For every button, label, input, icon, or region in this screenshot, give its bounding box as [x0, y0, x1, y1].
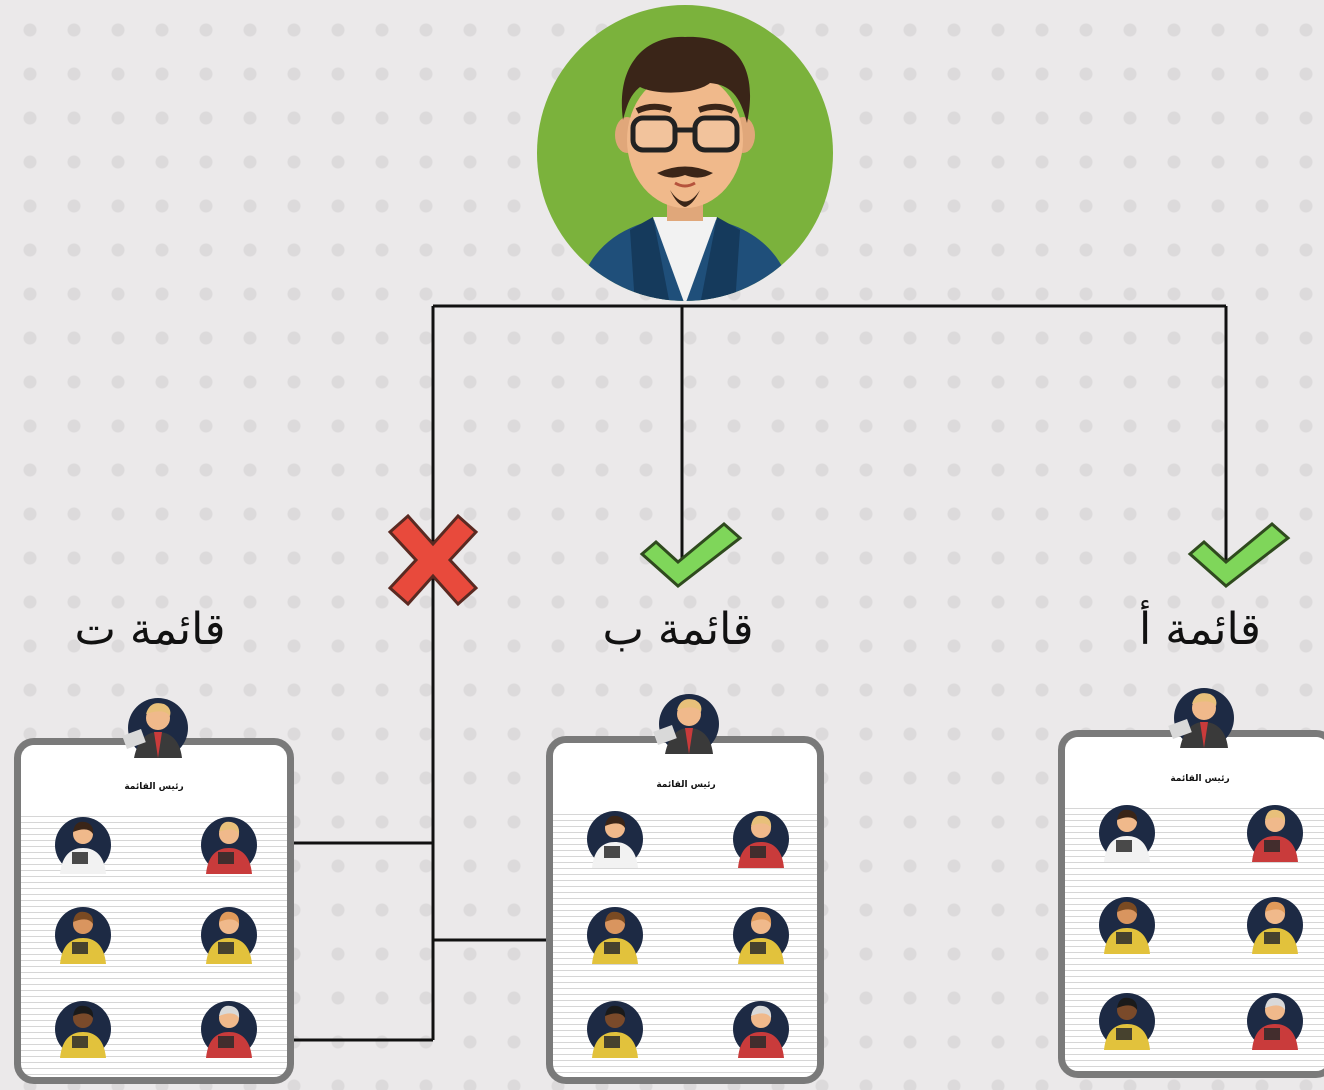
list-t-title: قائمة ت — [74, 604, 226, 655]
check-icon — [639, 522, 743, 588]
list-t-member-avatar — [55, 1001, 111, 1058]
list-b-member-avatar — [733, 811, 789, 868]
list-a-title: قائمة أ — [1139, 604, 1261, 655]
cross-icon — [387, 513, 479, 607]
list-a-member-avatar — [1099, 805, 1155, 862]
list-b-member-avatar — [733, 907, 789, 964]
list-a-member-avatar — [1247, 805, 1303, 862]
list-b-member-avatar — [587, 907, 643, 964]
list-t-member-avatar — [55, 817, 111, 874]
list-b-member-avatar — [587, 811, 643, 868]
list-b-leader-avatar — [653, 694, 719, 754]
list-a-member-avatar — [1247, 993, 1303, 1050]
list-a-leader-avatar — [1168, 688, 1234, 748]
list-b-member-avatar — [733, 1001, 789, 1058]
list-b-title: قائمة ب — [602, 604, 754, 655]
list-b-card — [546, 736, 824, 1084]
list-t-member-avatar — [55, 907, 111, 964]
list-t-member-avatar — [201, 1001, 257, 1058]
list-a-member-avatar — [1099, 993, 1155, 1050]
list-t-member-avatar — [201, 817, 257, 874]
list-a-leader-label: رئيس القائمة — [1170, 774, 1230, 784]
voter-avatar — [537, 5, 833, 301]
list-b-leader-label: رئيس القائمة — [656, 780, 716, 790]
list-t-leader-label: رئيس القائمة — [124, 782, 184, 792]
list-a-member-avatar — [1099, 897, 1155, 954]
list-a-member-avatar — [1247, 897, 1303, 954]
check-icon — [1187, 522, 1291, 588]
list-t-member-avatar — [201, 907, 257, 964]
list-t-leader-avatar — [122, 698, 188, 758]
list-b-member-avatar — [587, 1001, 643, 1058]
